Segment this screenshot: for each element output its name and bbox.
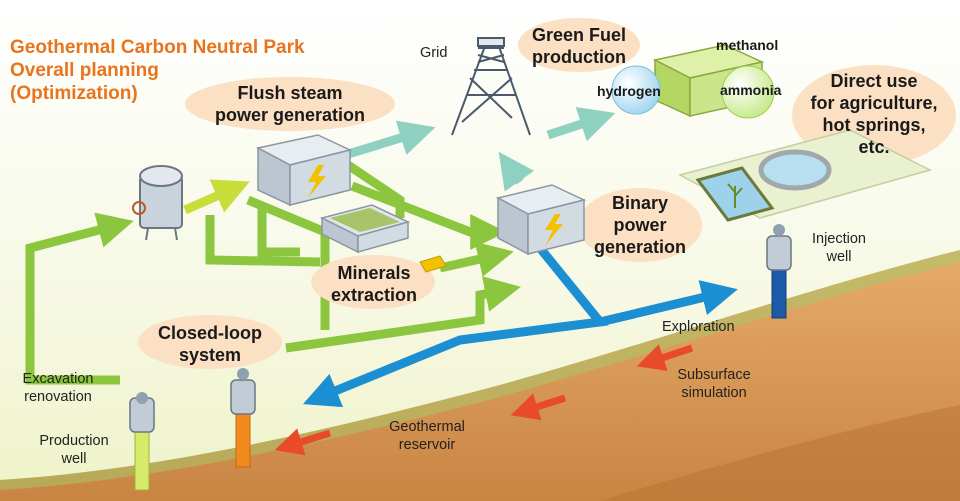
production-line-1: Production <box>39 433 109 449</box>
steam-separator <box>132 165 183 241</box>
red-arrows <box>274 344 694 456</box>
excavation-line-1: Excavation <box>22 371 94 387</box>
direct-line-3: hot springs, <box>822 115 926 135</box>
diagram-title: Geothermal Carbon Neutral Park Overall p… <box>10 36 305 105</box>
binary-line-2: power <box>613 215 667 235</box>
injection-well <box>766 224 792 319</box>
label-injection-well: Injection well <box>801 230 877 266</box>
node-binary: Binary power generation <box>588 192 692 258</box>
label-methanol: methanol <box>716 37 779 53</box>
reservoir-line-2: reservoir <box>398 437 456 453</box>
flow-grid-to-fuel <box>546 107 616 142</box>
flow-flush-to-grid <box>343 120 436 160</box>
green-line-2: production <box>532 47 626 67</box>
subsurface-line-2: simulation <box>681 385 747 401</box>
title-line-1: Geothermal Carbon Neutral Park <box>10 37 305 58</box>
node-minerals: Minerals extraction <box>316 262 432 306</box>
green-fuel-plant <box>611 44 775 119</box>
flow-branch <box>257 205 300 257</box>
flow-minerals-to-binary <box>439 241 514 277</box>
green-flows <box>25 161 521 385</box>
binary-line-3: generation <box>593 237 686 257</box>
ground-deep <box>600 405 960 501</box>
blue-flows <box>303 245 738 408</box>
node-green-fuel: Green Fuel production <box>520 24 638 68</box>
label-ammonia: ammonia <box>720 82 782 98</box>
title-line-3: (Optimization) <box>10 83 138 104</box>
reservoir-line-1: Geothermal <box>389 419 465 435</box>
green-line-1: Green Fuel <box>531 25 627 45</box>
red-arrow-1 <box>636 344 694 371</box>
bubble-green-fuel <box>518 18 640 72</box>
flow-separator-to-minerals <box>205 215 321 267</box>
node-flush-steam: Flush steam power generation <box>195 82 385 126</box>
node-closed-loop: Closed-loop system <box>146 322 274 366</box>
direct-line-4: etc. <box>858 137 890 157</box>
closed-line-1: Closed-loop <box>158 323 262 343</box>
red-arrow-2 <box>510 393 567 421</box>
label-grid: Grid <box>420 45 448 61</box>
binary-building <box>495 184 587 256</box>
grid-tower <box>451 37 531 136</box>
closed-line-2: system <box>178 345 242 365</box>
minerals-plant <box>319 204 447 273</box>
excavation-line-2: renovation <box>24 389 92 405</box>
bubble-minerals <box>311 255 435 309</box>
flow-closed-loop-to-binary <box>285 276 521 353</box>
injection-line-2: well <box>826 249 852 265</box>
injection-line-1: Injection <box>811 231 866 247</box>
label-production-well: Production well <box>26 432 122 468</box>
direct-use-area <box>677 129 933 222</box>
binary-line-1: Binary <box>611 193 669 213</box>
label-excavation-renovation: Excavation renovation <box>10 370 106 406</box>
minerals-line-2: extraction <box>330 285 418 305</box>
flow-flush-to-binary <box>350 181 507 250</box>
flow-binary-to-reservoir <box>303 245 609 408</box>
bubble-flush <box>185 77 395 131</box>
flow-binary-to-grid <box>498 151 535 192</box>
subsurface-line-1: Subsurface <box>677 367 751 383</box>
closed-loop-well <box>230 368 256 468</box>
production-well <box>129 392 155 491</box>
flow-to-injection <box>598 280 738 327</box>
flow-separator-to-flush <box>183 179 250 215</box>
flow-excavation-to-separator <box>25 212 134 385</box>
flush-line-1: Flush steam <box>237 83 343 103</box>
bubble-binary <box>578 188 702 262</box>
label-exploration: Exploration <box>662 319 735 335</box>
node-direct-use: Direct use for agriculture, hot springs,… <box>794 70 954 158</box>
red-arrow-3 <box>274 428 332 456</box>
bubble-closed-loop <box>138 315 282 369</box>
flush-steam-building <box>255 134 353 207</box>
label-hydrogen: hydrogen <box>597 83 661 99</box>
production-line-2: well <box>61 451 87 467</box>
label-subsurface-simulation: Subsurface simulation <box>664 366 764 402</box>
minerals-line-1: Minerals <box>337 263 411 283</box>
direct-line-2: for agriculture, <box>810 93 938 113</box>
teal-flows <box>343 107 616 192</box>
direct-line-1: Direct use <box>830 71 918 91</box>
label-geothermal-reservoir: Geothermal reservoir <box>377 418 477 454</box>
flush-line-2: power generation <box>214 105 366 125</box>
title-line-2: Overall planning <box>10 60 159 81</box>
ground-soil <box>0 250 960 501</box>
